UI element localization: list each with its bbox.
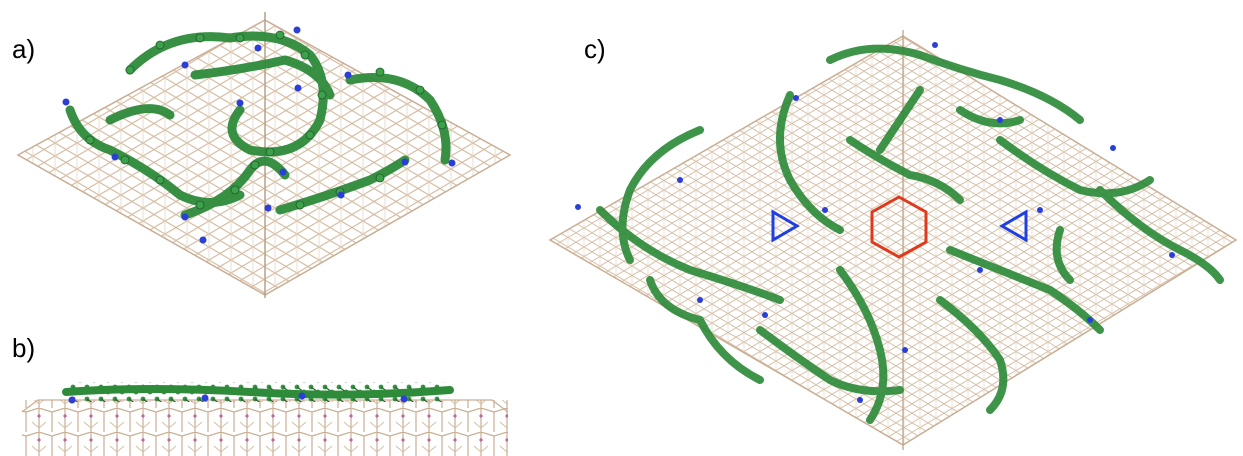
panel-b-side-view bbox=[21, 382, 509, 456]
panel-label-c: c) bbox=[584, 34, 606, 64]
blue-triangle-right-marker bbox=[771, 209, 800, 243]
panel-a-structure bbox=[16, 12, 512, 298]
molecule-atoms-a bbox=[85, 30, 447, 210]
red-hexagon-marker bbox=[870, 195, 928, 259]
molecule-chains-c bbox=[596, 44, 1224, 424]
nitrogen-atoms-b bbox=[68, 392, 408, 404]
panel-label-b: b) bbox=[12, 333, 36, 363]
substrate-lattice-c bbox=[548, 35, 1238, 446]
panel-c-structure bbox=[548, 30, 1238, 450]
nitrogen-atoms-a bbox=[62, 26, 456, 244]
nitrogen-atoms-c bbox=[575, 42, 1175, 403]
panel-label-a: a) bbox=[12, 34, 36, 64]
blue-triangle-left-marker bbox=[999, 209, 1028, 243]
substrate-side-view bbox=[22, 400, 508, 456]
